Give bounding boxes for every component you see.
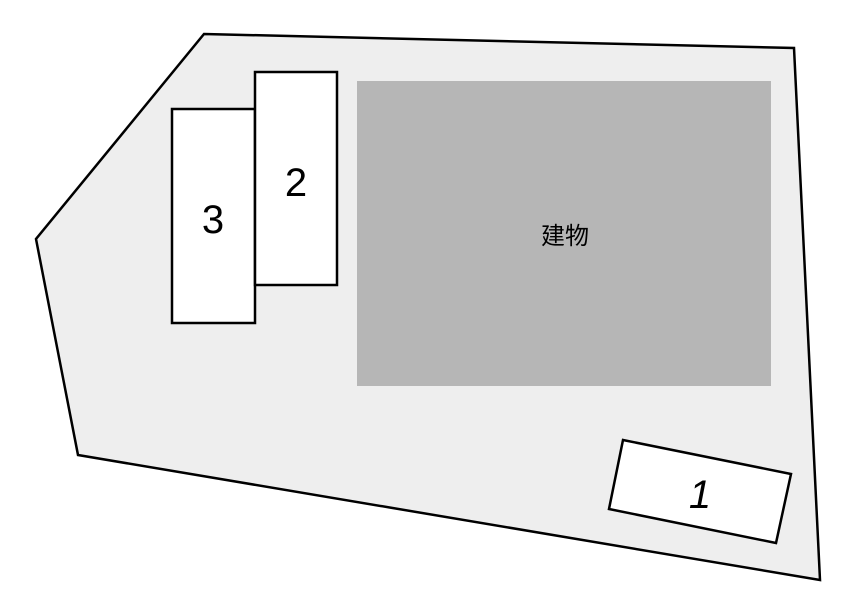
space-3-label: 3 [202, 198, 224, 242]
space-3 [170, 107, 257, 325]
space-2 [253, 70, 339, 287]
space-1 [607, 438, 793, 545]
building [357, 81, 771, 386]
building-label: 建物 [541, 223, 589, 250]
space-2-label: 2 [285, 161, 307, 205]
space-1-label: 1 [689, 473, 711, 517]
